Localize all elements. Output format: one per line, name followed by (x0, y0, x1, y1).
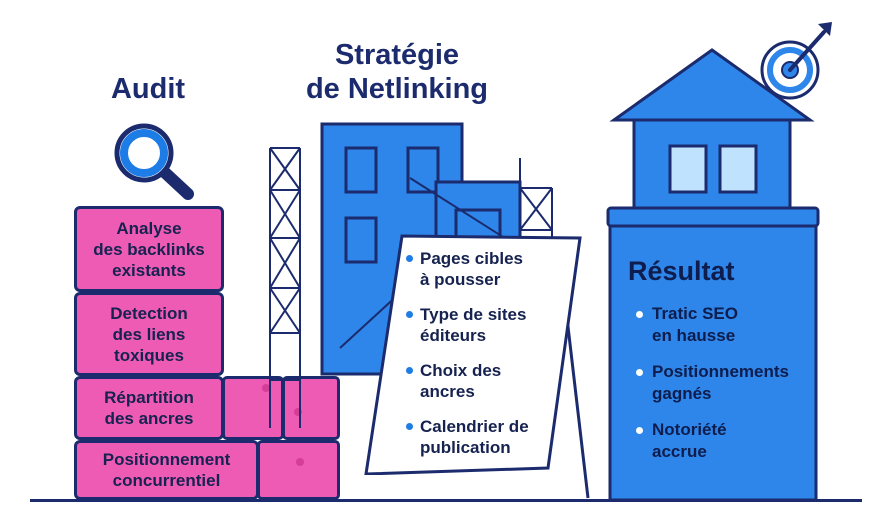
house-illustration (606, 48, 820, 502)
audit-block-anchors: Répartition des ancres (74, 376, 224, 440)
strategy-title-line2: de Netlinking (305, 73, 489, 105)
pink-brick (257, 440, 340, 500)
target-icon (760, 22, 832, 100)
audit-block-toxic-links: Detection des liens toxiques (74, 292, 224, 376)
result-item-notoriety: Notoriété accrue (628, 419, 828, 463)
brick-dot (296, 458, 304, 466)
result-item-rankings: Positionnements gagnés (628, 361, 828, 405)
audit-title: Audit (110, 73, 186, 105)
strategy-item-site-types: Type de sites éditeurs (398, 304, 568, 346)
audit-block-competition: Positionnement concurrentiel (74, 440, 259, 500)
result-title: Résultat (628, 256, 735, 286)
strategy-title: Stratégie de Netlinking (282, 38, 512, 106)
ground-line (30, 499, 862, 502)
strategy-item-calendar: Calendrier de publication (398, 416, 568, 458)
result-item-traffic: Tratic SEO en hausse (628, 303, 828, 347)
strategy-sign-board (364, 234, 582, 475)
strategy-list: Pages cibles à pousser Type de sites édi… (398, 248, 568, 472)
brick-dot (262, 384, 270, 392)
audit-block-backlinks: Analyse des backlinks existants (74, 206, 224, 292)
strategy-item-anchors: Choix des ancres (398, 360, 568, 402)
pink-brick (282, 376, 340, 440)
result-list: Tratic SEO en hausse Positionnements gag… (628, 303, 828, 477)
arrow-icon (788, 22, 832, 72)
pink-brick (222, 376, 284, 440)
magnifier-icon (114, 123, 194, 200)
strategy-item-target-pages: Pages cibles à pousser (398, 248, 568, 290)
strategy-title-line1: Stratégie (334, 39, 460, 71)
brick-dot (294, 408, 302, 416)
